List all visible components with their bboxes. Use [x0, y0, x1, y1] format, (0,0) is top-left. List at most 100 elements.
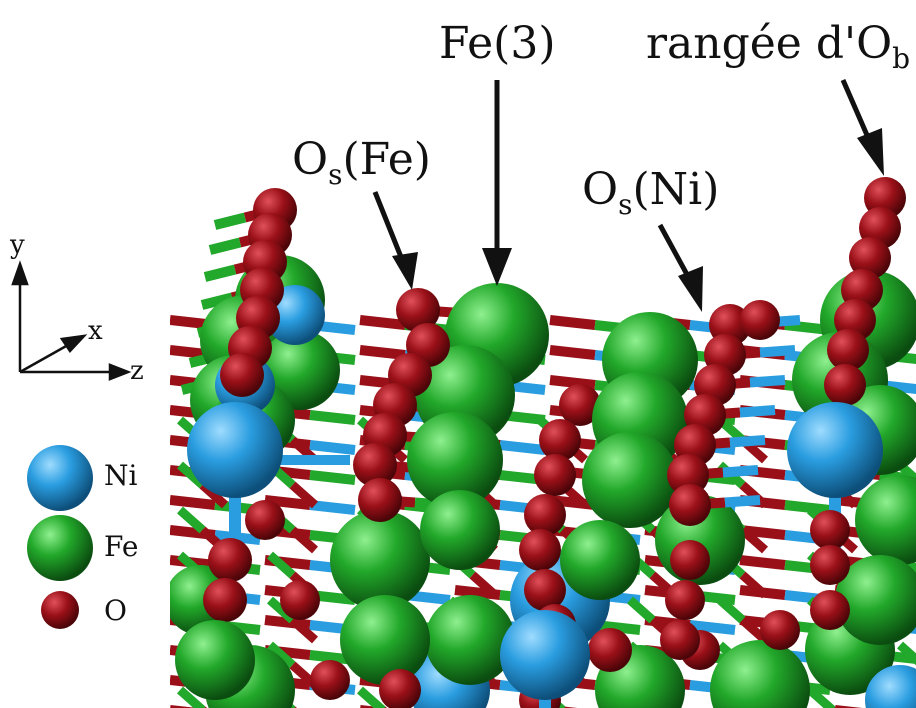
bond [203, 264, 237, 282]
label-os-ni: Os(Ni) [582, 164, 720, 221]
o-atom [827, 329, 869, 371]
bond [739, 555, 786, 570]
axis-label-z: z [130, 356, 144, 386]
fe-atom [407, 412, 503, 508]
axis-label-x: x [88, 316, 103, 346]
fe-atom [340, 595, 430, 685]
o-atom [670, 540, 710, 580]
fe-atom [855, 475, 916, 565]
ni-atom [27, 445, 93, 511]
legend-label-fe: Fe [104, 530, 139, 563]
o-atom [669, 484, 711, 526]
o-atom [220, 353, 264, 397]
fe-atom [710, 640, 810, 708]
ni-atom [187, 402, 283, 498]
fe-atom [582, 432, 678, 528]
o-atom [559, 384, 601, 426]
fe-atom [425, 595, 515, 685]
bond [289, 526, 318, 554]
bond [289, 616, 318, 644]
bond [549, 375, 596, 390]
legend-label-ni: Ni [104, 459, 138, 492]
bond [213, 212, 247, 230]
o-atom [396, 288, 440, 332]
label-rangee-ob: rangée d'Ob [646, 18, 911, 75]
coordinate-axes [11, 260, 132, 381]
o-atom [203, 578, 247, 622]
axis-label-y: y [10, 230, 25, 260]
bond [897, 461, 916, 486]
o-atom [740, 300, 780, 340]
bond [177, 461, 206, 489]
bond [177, 686, 206, 708]
bond [469, 571, 498, 599]
atomic-structure [170, 177, 916, 708]
bond [289, 481, 318, 509]
o-atom [280, 580, 320, 620]
fe-atom [560, 520, 640, 600]
o-atom [810, 510, 850, 550]
fe-atom [330, 510, 430, 610]
bond [357, 686, 386, 708]
bond [267, 596, 296, 624]
fe-atom [175, 620, 255, 700]
bond [177, 506, 206, 534]
o-atom [524, 494, 566, 536]
fe-atom [27, 515, 93, 581]
o-atom [353, 443, 397, 487]
o-atom [667, 454, 709, 496]
o-atom [760, 610, 800, 650]
bond [359, 345, 406, 360]
o-atom [41, 591, 79, 629]
bond [264, 495, 311, 510]
bond [807, 686, 836, 708]
bond [739, 481, 768, 509]
bond [739, 571, 768, 599]
o-atom [379, 669, 421, 708]
o-atom [519, 529, 561, 571]
o-atom [310, 660, 350, 700]
bond [739, 526, 768, 554]
bond [739, 405, 776, 418]
o-atom [524, 569, 566, 611]
legend-spheres [27, 445, 93, 629]
o-atom [660, 620, 700, 660]
o-atom [358, 478, 402, 522]
label-os-fe: Os(Fe) [292, 134, 431, 191]
ni-atom [787, 402, 883, 498]
o-atom [665, 580, 705, 620]
bond [309, 470, 356, 485]
o-atom [245, 500, 285, 540]
bond [170, 495, 216, 510]
bond [897, 641, 916, 666]
label-fe3: Fe(3) [439, 18, 556, 69]
o-atom [539, 419, 581, 461]
fe-atom [420, 490, 500, 570]
bond [267, 551, 296, 579]
o-atom [849, 237, 891, 279]
ni-atom [500, 610, 590, 700]
o-atom [588, 628, 632, 672]
bond [208, 237, 242, 255]
o-atom [810, 590, 850, 630]
bond [309, 440, 356, 455]
o-atom [534, 454, 576, 496]
bond [729, 435, 766, 448]
bond [549, 345, 596, 360]
bond [627, 596, 656, 624]
o-atom [208, 538, 252, 582]
bond [722, 465, 759, 478]
bond [549, 315, 596, 330]
bond [200, 292, 234, 310]
bond [499, 440, 546, 455]
bond [267, 641, 296, 669]
bond [784, 500, 831, 515]
o-atom [810, 545, 850, 585]
bond [749, 375, 786, 388]
legend-label-o: O [104, 594, 127, 627]
fe-atom [835, 555, 916, 645]
bond [309, 500, 356, 515]
bond [689, 620, 736, 635]
bond [759, 345, 796, 358]
